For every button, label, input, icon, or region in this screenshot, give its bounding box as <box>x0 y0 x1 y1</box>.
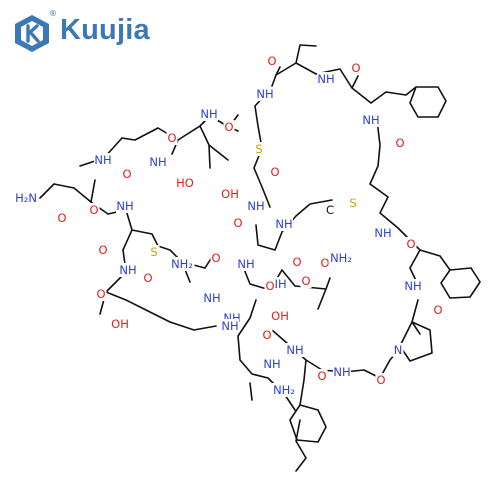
atom-label-o-c: O <box>395 136 404 150</box>
atom-label-o-t: O <box>317 369 326 383</box>
atom-label-o-i: O <box>98 243 107 257</box>
atom-label-nh-o: NH <box>404 279 421 293</box>
atom-label-s-b: S <box>349 196 356 210</box>
kuujia-logo <box>10 12 170 52</box>
atom-label-nh-d: NH <box>200 107 217 121</box>
atom-label-nh-r: NH <box>333 365 350 379</box>
atom-label-nh2-c: NH₂ <box>273 383 295 397</box>
atom-label-o-o: O <box>265 279 274 293</box>
atom-label-oh-b: OH <box>111 317 129 331</box>
atom-label-o-f: O <box>122 167 131 181</box>
atom-label-s-a: S <box>255 142 262 156</box>
atom-label-o-d: O <box>224 120 233 134</box>
atom-label-nh-q: NH <box>286 343 303 357</box>
atom-label-o-e: O <box>167 131 176 145</box>
atom-label-nh-e: NH <box>94 153 111 167</box>
atom-label-nh-m: NH <box>203 291 220 305</box>
atom-label-nh-l: NH <box>119 263 136 277</box>
atom-label-o-n: O <box>301 274 310 288</box>
atom-label-nh-f: NH <box>149 155 166 169</box>
atom-label-nh-i: NH <box>275 217 292 231</box>
atom-label-o-v: O <box>433 303 442 317</box>
atom-label-o-b: O <box>351 61 360 75</box>
atom-label-nh-h: NH <box>247 199 264 213</box>
atom-label-nh-a: NH <box>256 87 273 101</box>
atom-label-h2n-a: H₂N <box>15 191 37 205</box>
atom-label-oh-c: OH <box>271 309 289 323</box>
atom-label-nh2-a: NH₂ <box>330 251 352 265</box>
atom-label-nh-t: NH <box>263 357 280 371</box>
atom-label-nh2-b: NH₂ <box>171 257 193 271</box>
atom-label-o-h: O <box>89 203 98 217</box>
atom-label-nh-k: NH <box>237 257 254 271</box>
atom-label-o-s: O <box>262 328 271 342</box>
atom-label-n-pro: N <box>394 343 403 357</box>
atom-label-o-q: O <box>143 271 152 285</box>
atom-label-nh-g: NH <box>116 199 133 213</box>
atom-label-o-a: O <box>267 54 276 68</box>
atom-label-o-r: O <box>96 287 105 301</box>
atom-label-o-p: O <box>211 251 220 265</box>
atom-label-o-j: O <box>270 165 279 179</box>
atom-label-ho-a: HO <box>176 176 194 190</box>
atom-label-nh-s: NH <box>221 319 238 333</box>
brand-name: Kuujia <box>60 14 150 46</box>
atom-label-o-g: O <box>57 211 66 225</box>
registered-mark: ® <box>49 9 57 18</box>
hexagon-logo-icon <box>15 15 49 52</box>
atom-label-nh-c: NH <box>362 113 379 127</box>
atom-label-oh-a: OH <box>221 187 239 201</box>
atom-label-s-c: S <box>150 245 157 259</box>
atom-label-o-k: O <box>233 216 242 230</box>
atom-label-nh-b: NH <box>317 72 334 86</box>
atom-label-o-l: O <box>292 255 301 269</box>
atom-label-o-m: O <box>320 256 329 270</box>
bond-lines <box>39 44 481 472</box>
atom-label-c-frag: C <box>326 203 334 217</box>
atom-label-o-w: O <box>406 237 415 251</box>
atom-label-nh-j: NH <box>374 226 391 240</box>
atom-label-o-u: O <box>376 373 385 387</box>
